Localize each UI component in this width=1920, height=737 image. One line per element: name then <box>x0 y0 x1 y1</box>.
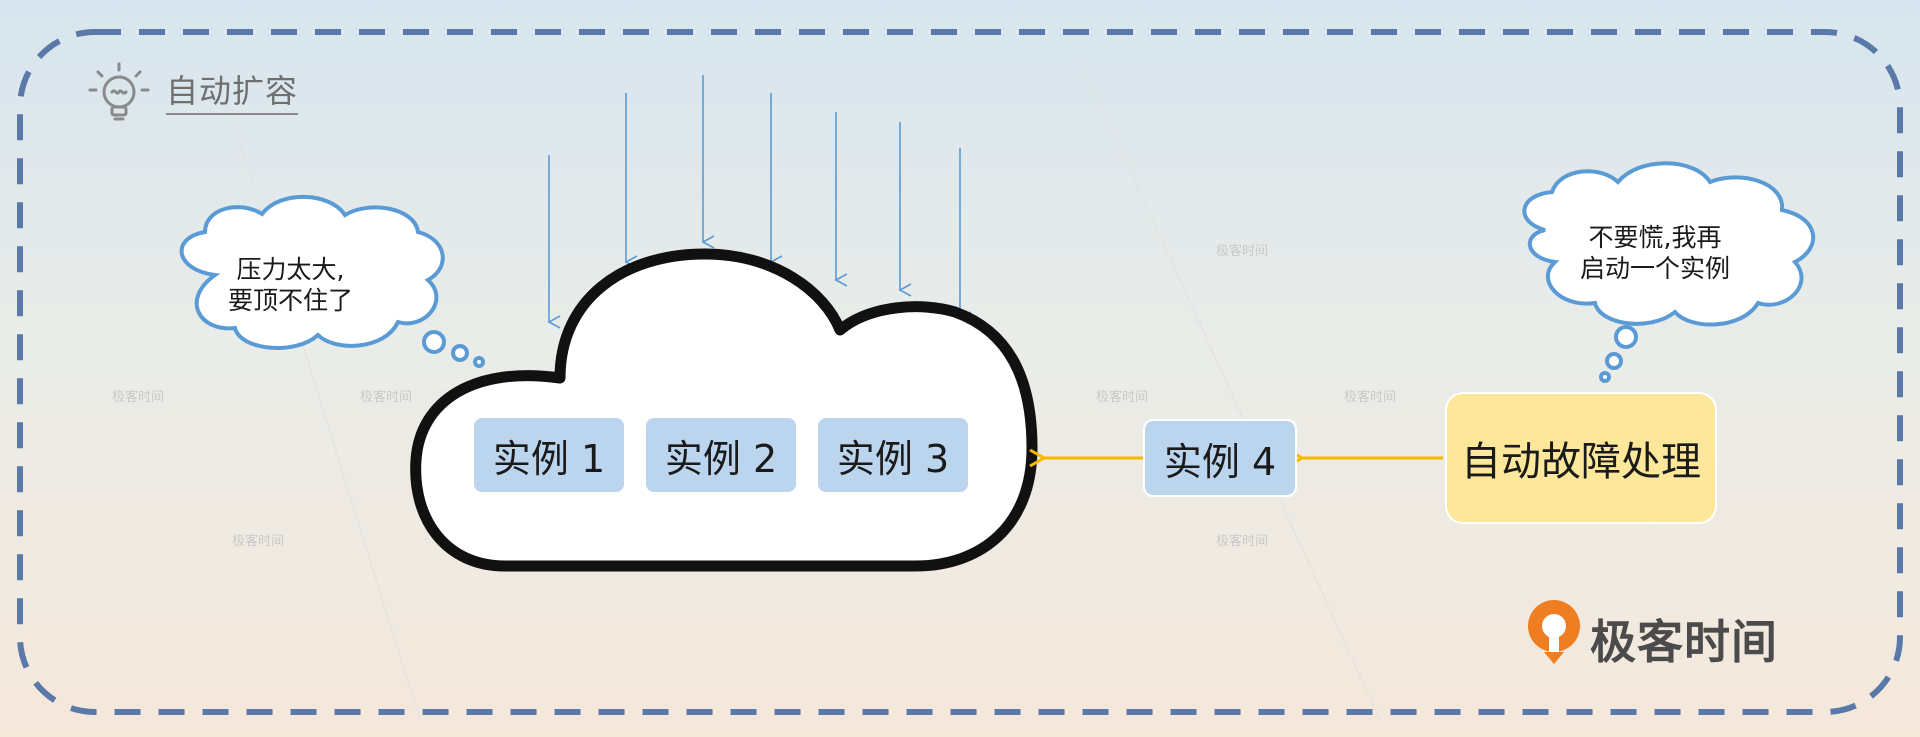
left-bubble-line: 要顶不住了 <box>228 286 354 315</box>
left-bubble-line: 压力太大, <box>236 255 345 284</box>
geektime-logo-icon <box>1528 600 1580 664</box>
watermark: 极客时间 <box>1216 534 1269 549</box>
watermark: 极客时间 <box>1344 390 1397 405</box>
instance-box[interactable]: 实例 3 <box>816 416 970 494</box>
page-title: 自动扩容 <box>166 66 299 115</box>
right-bubble-line: 不要慌,我再 <box>1588 223 1722 252</box>
right-bubble-text: 不要慌,我再 启动一个实例 <box>1580 222 1730 284</box>
left-bubble-text: 压力太大, 要顶不住了 <box>228 254 353 316</box>
instance-box[interactable]: 实例 2 <box>644 416 798 494</box>
cloud-shape <box>410 248 1038 572</box>
watermark: 极客时间 <box>232 534 285 549</box>
left-thought-bubble <box>179 194 485 368</box>
instance-box[interactable]: 实例 1 <box>472 416 626 494</box>
watermark: 极客时间 <box>360 390 413 405</box>
lightbulb-icon <box>88 62 150 121</box>
watermark: 极客时间 <box>1216 244 1269 259</box>
watermark: 极客时间 <box>1096 390 1149 405</box>
watermark: 极客时间 <box>112 390 165 405</box>
dashed-frame <box>17 29 1903 715</box>
incoming-request-arrows <box>547 75 972 329</box>
brand-name: 极客时间 <box>1590 615 1778 669</box>
right-bubble-line: 启动一个实例 <box>1580 254 1731 283</box>
new-instance-box[interactable]: 实例 4 <box>1143 419 1297 497</box>
right-thought-bubble <box>1522 161 1816 383</box>
failover-handler-box[interactable]: 自动故障处理 <box>1445 392 1717 524</box>
